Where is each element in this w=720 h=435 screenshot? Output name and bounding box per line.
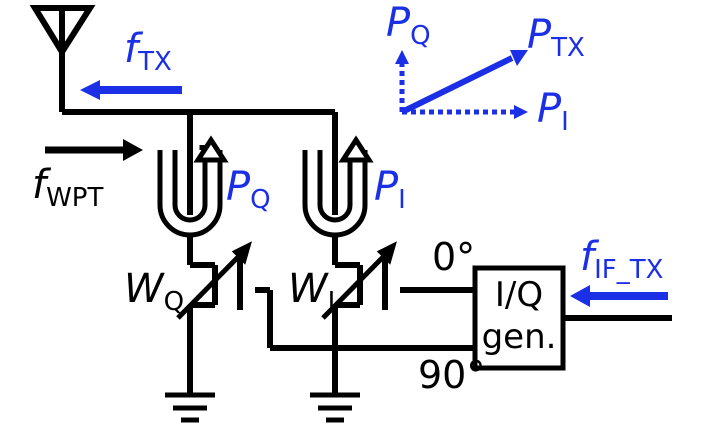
iq-gen-line2: gen. bbox=[482, 317, 557, 357]
ground-icon bbox=[165, 392, 215, 423]
antenna-icon bbox=[29, 5, 96, 112]
phasor-ptx-label: PTX bbox=[527, 12, 585, 63]
phase-0-label: 0° bbox=[432, 235, 475, 279]
feed-bus bbox=[62, 109, 338, 215]
pq-label: PQ bbox=[226, 164, 271, 215]
coupler-icon bbox=[157, 135, 229, 238]
iq-gen-line1: I/Q bbox=[495, 275, 543, 315]
f-wpt-label: fWPT bbox=[32, 162, 103, 213]
ground-icon bbox=[310, 392, 360, 423]
coupler-icon bbox=[302, 135, 374, 238]
phasor-pi-label: PI bbox=[537, 86, 569, 137]
f-if-tx-label: fIF_TX bbox=[580, 234, 663, 285]
wq-label: WQ bbox=[124, 266, 184, 317]
f-tx-label: fTX bbox=[124, 26, 172, 77]
phasor-diagram bbox=[395, 50, 528, 119]
arrow-icon bbox=[80, 80, 182, 100]
pi-label: PI bbox=[374, 164, 406, 215]
arrow-icon bbox=[45, 139, 143, 161]
wi-label: WI bbox=[288, 266, 335, 317]
q-branch-wiring bbox=[187, 235, 475, 395]
arrow-icon bbox=[570, 285, 668, 307]
phase-90-label: 90° bbox=[418, 353, 485, 397]
variable-capacitor-icon bbox=[321, 241, 397, 320]
variable-capacitor-icon bbox=[176, 241, 252, 320]
phasor-pq-label: PQ bbox=[386, 0, 431, 51]
